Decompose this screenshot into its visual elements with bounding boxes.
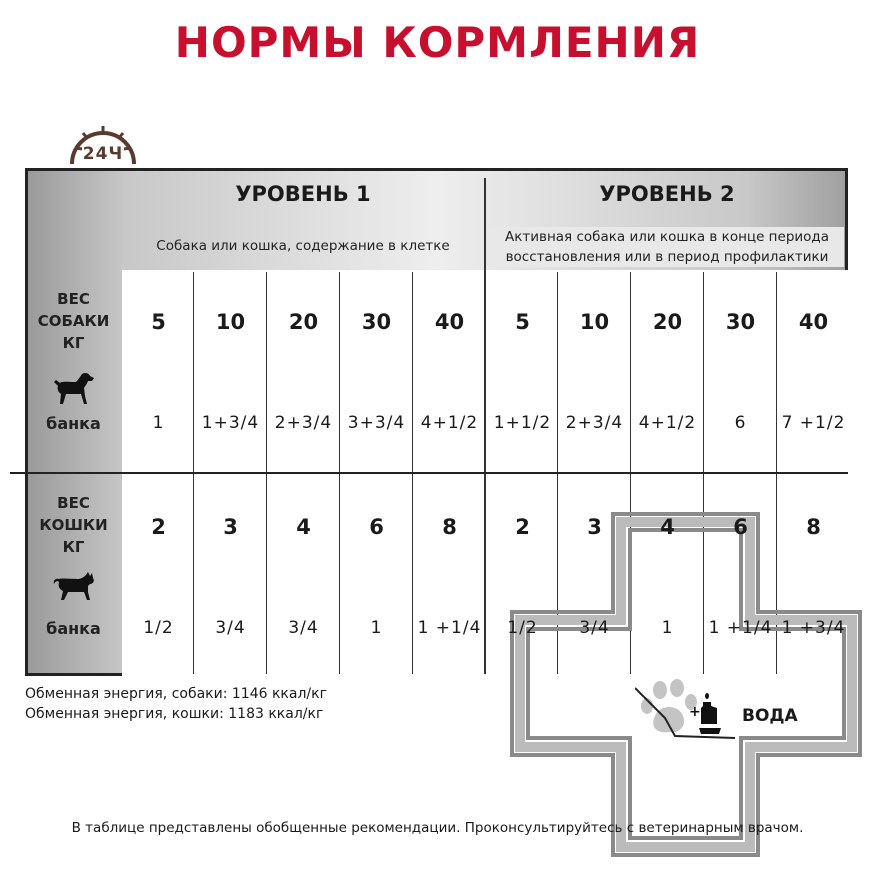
cat-weight-cell: 6 [369,515,384,539]
paw-water-icon: + [634,678,745,752]
cat-amount-cell: 1/2 [143,618,174,638]
page-title: НОРМЫ КОРМЛЕНИЯ [174,18,701,67]
dog-weight-cell: 20 [288,310,319,334]
dog-icon [52,372,96,410]
dog-amount-label: банка [46,414,101,433]
dog-amount-cell: 3+3/4 [347,413,406,433]
cat-weight-cell: 2 [515,515,530,539]
dog-amount-cell: 2+3/4 [274,413,333,433]
dog-amount-cell: 4+1/2 [420,413,479,433]
cat-amount-cell: 1 [661,618,674,638]
dog-amount-cell: 1+1/2 [493,413,552,433]
energy-dog-note: Обменная энергия, собаки: 1146 ккал/кг [25,686,327,702]
cat-weight-cell: 3 [223,515,238,539]
dog-weight-cell: 5 [151,310,166,334]
level-1-description: Собака или кошка, содержание в клетке [156,238,450,254]
clock-label: 24Ч [82,144,124,164]
energy-cat-note: Обменная энергия, кошки: 1183 ккал/кг [25,706,324,722]
dog-weight-label: ВЕС СОБАКИ КГ [37,290,110,352]
cat-weight-cell: 8 [806,515,821,539]
svg-text:+: + [689,704,701,720]
footer-disclaimer: В таблице представлены обобщенные рекоме… [71,820,804,836]
dog-amount-cell: 1+3/4 [201,413,260,433]
cat-weight-cell: 3 [587,515,602,539]
cat-icon [52,572,96,606]
cat-amount-cell: 3/4 [215,618,246,638]
dog-amount-cell: 7 +1/2 [781,413,846,433]
level-2-description: Активная собака или кошка в конце период… [490,227,844,267]
dog-weight-cell: 20 [652,310,683,334]
level-2-title: УРОВЕНЬ 2 [599,182,735,206]
row-divider [10,472,848,474]
cat-amount-cell: 1 +3/4 [781,618,846,638]
cat-weight-cell: 6 [733,515,748,539]
dog-weight-cell: 30 [361,310,392,334]
dog-amount-cell: 2+3/4 [565,413,624,433]
cat-amount-cell: 3/4 [288,618,319,638]
cat-weight-cell: 2 [151,515,166,539]
cat-amount-cell: 1 +1/4 [708,618,773,638]
cat-amount-label: банка [46,619,101,638]
clock-24h-icon: 24Ч [68,120,138,170]
dog-amount-cell: 1 [152,413,165,433]
dog-weight-cell: 5 [515,310,530,334]
dog-weight-cell: 40 [434,310,465,334]
cat-amount-cell: 1 [370,618,383,638]
dog-weight-cell: 40 [798,310,829,334]
dog-weight-cell: 10 [215,310,246,334]
level-divider [484,178,486,674]
dog-amount-cell: 4+1/2 [638,413,697,433]
cat-weight-cell: 4 [660,515,675,539]
level-1-title: УРОВЕНЬ 1 [235,182,371,206]
dog-weight-cell: 30 [725,310,756,334]
cat-amount-cell: 1/2 [507,618,538,638]
cat-amount-cell: 1 +1/4 [417,618,482,638]
dog-weight-cell: 10 [579,310,610,334]
cat-weight-cell: 4 [296,515,311,539]
cat-amount-cell: 3/4 [579,618,610,638]
medical-cross-watermark [510,512,865,861]
cat-weight-cell: 8 [442,515,457,539]
water-label: ВОДА [742,706,798,726]
cat-weight-label: ВЕС КОШКИ КГ [39,494,108,556]
dog-amount-cell: 6 [734,413,747,433]
